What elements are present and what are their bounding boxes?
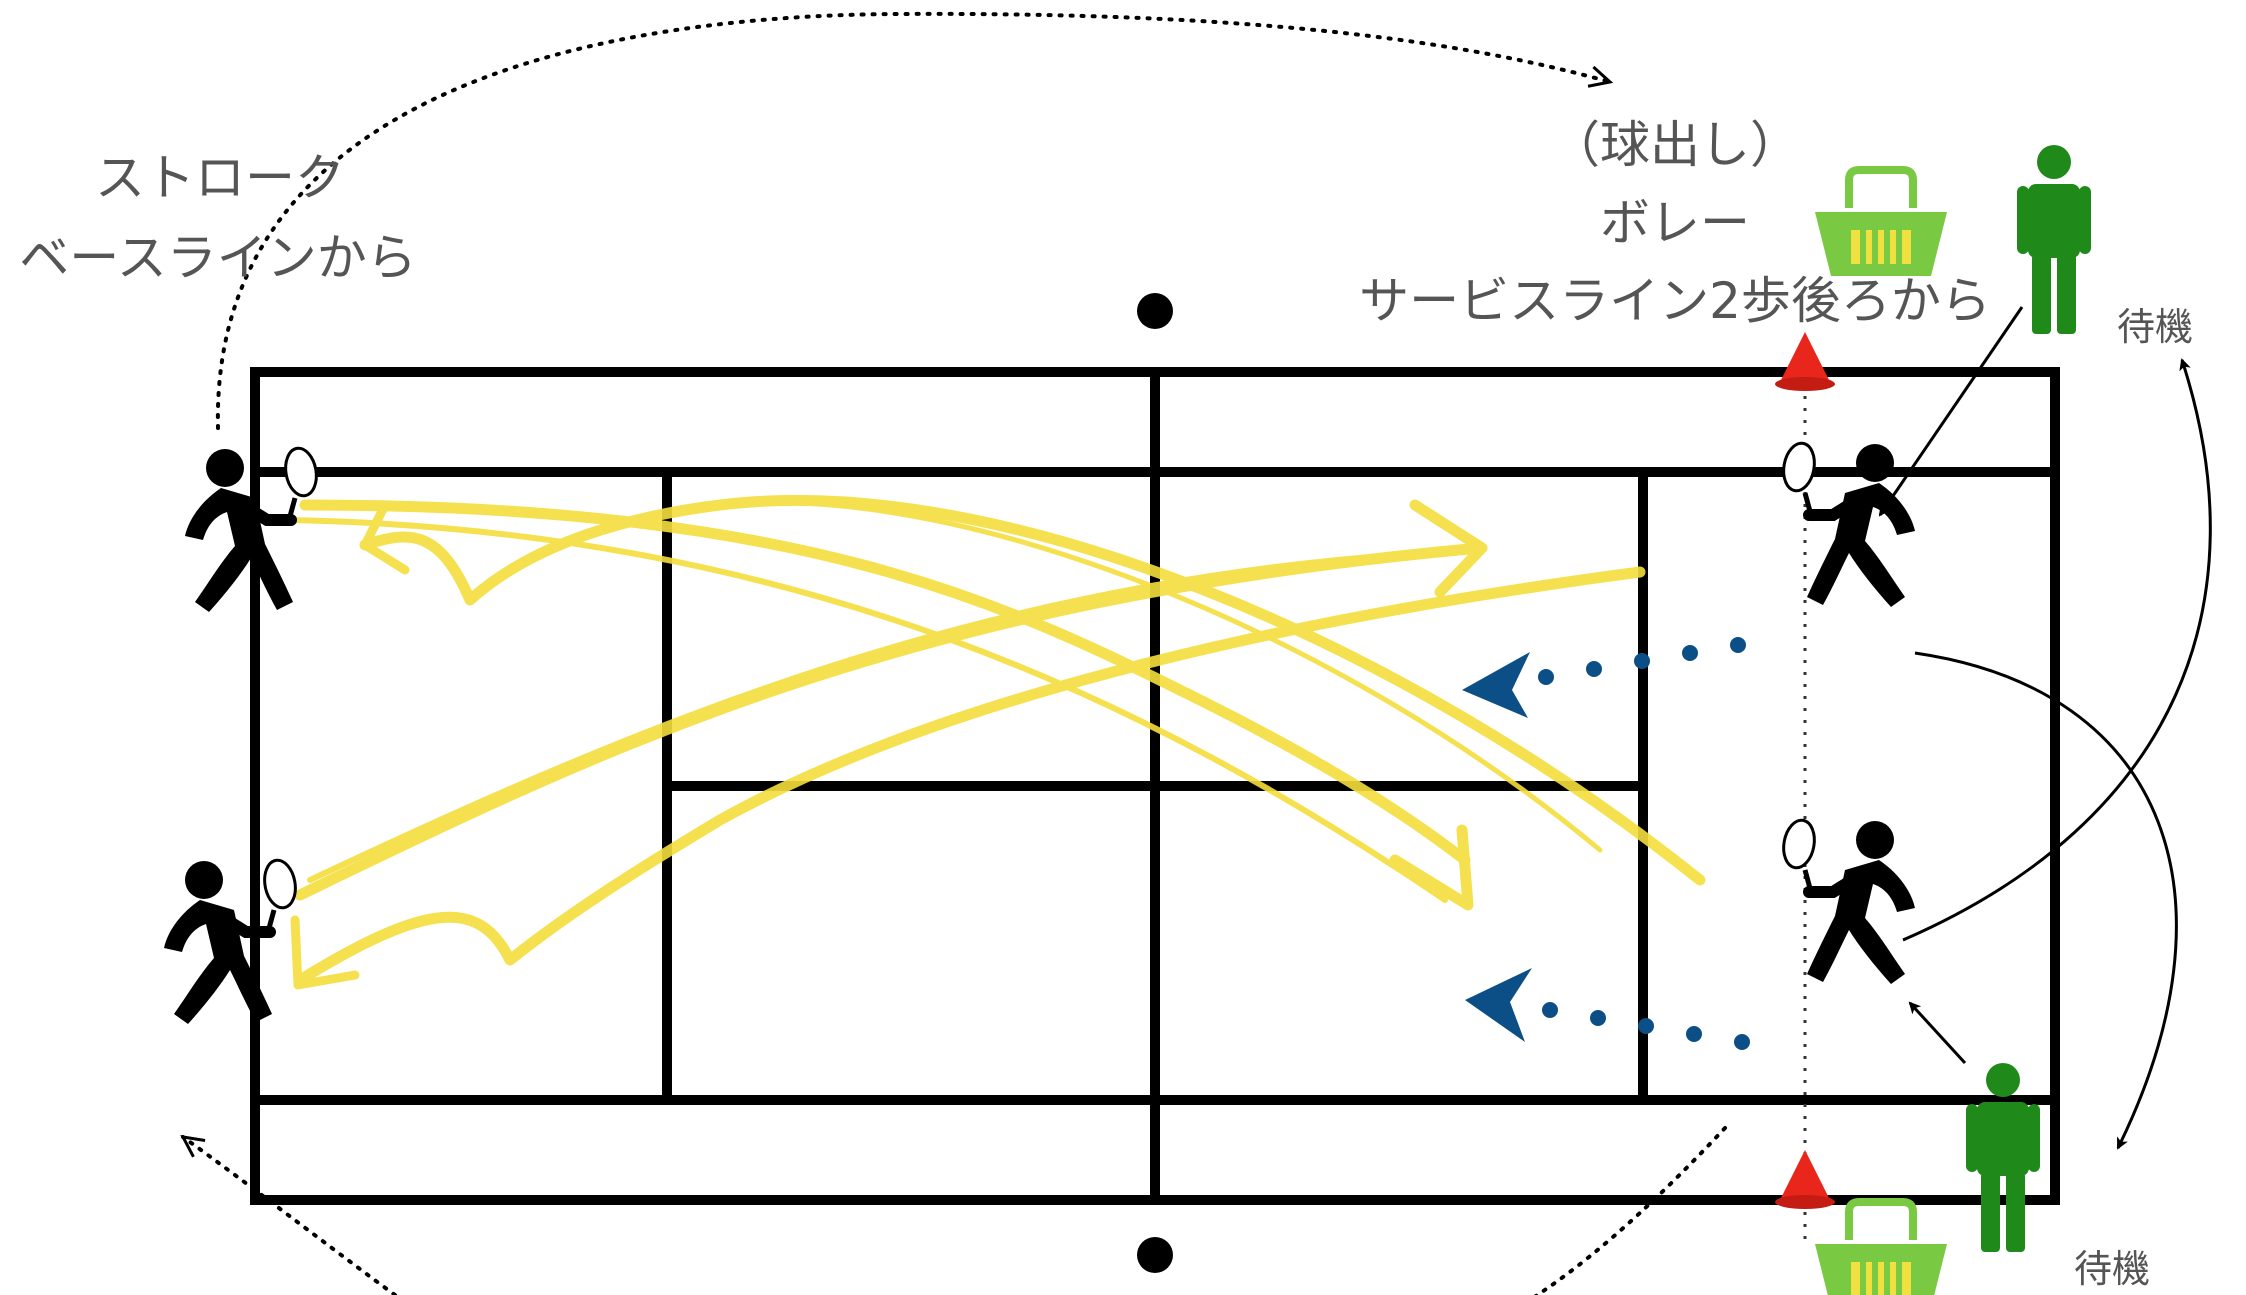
ball-arrowhead [360, 500, 410, 575]
rotation-arrows [1878, 306, 2212, 1150]
feed-volley: ボレー [1600, 194, 1750, 252]
wait-label-bottom: 待機 [2074, 1247, 2150, 1291]
tennis-court [250, 367, 2060, 1205]
standing-person-icon [1966, 1063, 2040, 1252]
ball-arrowhead [290, 915, 360, 990]
standing-person-icon [2017, 145, 2091, 334]
dotted-arc-bottom [183, 1128, 1727, 1295]
wait-label-top: 待機 [2117, 305, 2193, 349]
rotation-arrow [1902, 358, 2212, 942]
tennis-player-icon [1780, 818, 1915, 984]
tennis-player-icon [1780, 441, 1915, 607]
dotted-rotation-arcs [183, 11, 1727, 1295]
cone-icon [1775, 332, 1835, 391]
ball-basket-icon [1815, 1202, 1947, 1295]
ball-arrowhead [1409, 499, 1488, 598]
rotation-arrow [1914, 651, 2178, 1150]
rotation-arrow [1878, 306, 2024, 517]
volley-arrowhead [1465, 968, 1532, 1042]
ball-path [307, 547, 1483, 883]
ball-path [294, 566, 1646, 986]
ball-path [697, 500, 1603, 853]
ball-arrowhead [1389, 824, 1474, 911]
dotted-arc-top [215, 11, 1614, 430]
ball-paths [287, 494, 1706, 990]
rotation-arrow [1908, 1001, 1967, 1065]
volley-direction-arrows [1462, 637, 1750, 1050]
feed-title: （球出し） [1550, 116, 1800, 174]
ball-path [294, 542, 1486, 901]
tennis-player-icon [164, 858, 299, 1024]
volley-arrowhead [1462, 652, 1530, 718]
dot-icon [1137, 1237, 1173, 1273]
ball-basket-icon [1815, 170, 1947, 276]
stroke-title: ストローク [95, 149, 345, 207]
feed-subtitle: サービスライン2歩後ろから [1359, 272, 1991, 330]
dot-icon [1137, 293, 1173, 329]
stroke-subtitle: ベースラインから [19, 229, 417, 287]
cone-icon [1775, 1150, 1835, 1209]
